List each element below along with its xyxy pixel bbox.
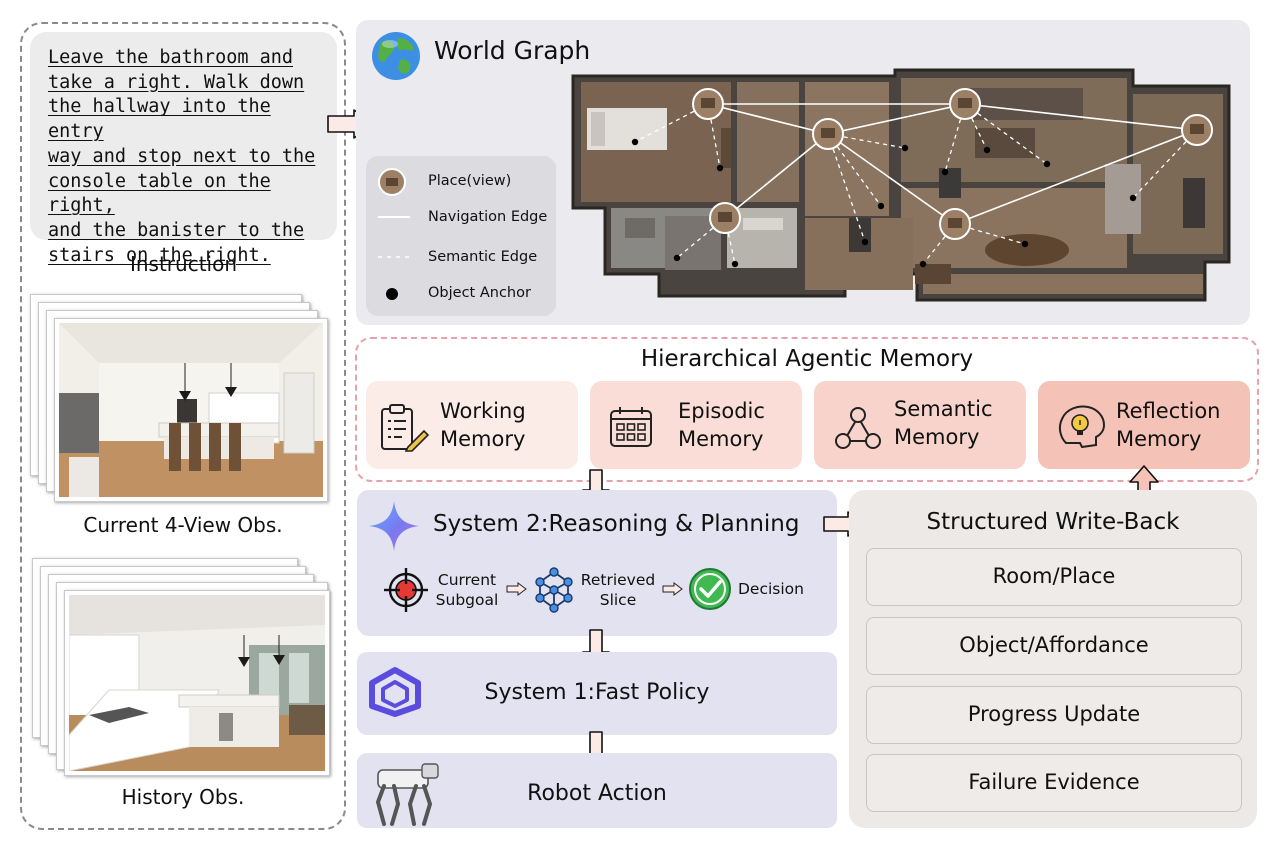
- reflection-memory-label: Reflection Memory: [1116, 397, 1221, 453]
- world-graph-title: World Graph: [434, 36, 591, 65]
- history-obs-image: [64, 590, 330, 776]
- object-anchors: [631, 138, 1137, 268]
- instruction-line: Leave the bathroom and: [48, 47, 294, 68]
- sparkle-icon: [369, 501, 419, 551]
- navigation-edge-swatch: [378, 216, 410, 218]
- history-obs-caption: History Obs.: [121, 785, 245, 809]
- episodic-memory-line1: Episodic: [678, 399, 765, 423]
- globe-icon: [372, 32, 420, 80]
- legend-semantic-label: Semantic Edge: [428, 249, 538, 265]
- instruction-text: Leave the bathroom and take a right. Wal…: [48, 46, 325, 268]
- current-subgoal-label: Current Subgoal: [432, 570, 502, 610]
- instruction-line: the hallway into the entry: [48, 96, 271, 143]
- place-view-icon: [378, 168, 406, 196]
- history-obs-stack: [28, 558, 338, 776]
- system1-title: System 1:Fast Policy: [484, 680, 710, 705]
- semantic-memory-line1: Semantic: [894, 397, 993, 421]
- world-graph-legend: Place(view) Navigation Edge Semantic Edg…: [366, 156, 556, 316]
- episodic-memory-line2: Memory: [678, 427, 764, 451]
- memory-panel: [355, 337, 1259, 482]
- current-obs-image: [54, 318, 328, 502]
- semantic-memory-label: Semantic Memory: [894, 395, 993, 451]
- lightbulb-head-icon: [1058, 405, 1106, 449]
- current-subgoal-line2: Subgoal: [435, 591, 499, 609]
- working-memory-box: Working Memory: [366, 381, 578, 469]
- episodic-memory-label: Episodic Memory: [678, 397, 765, 453]
- robot-action-title: Robot Action: [527, 781, 667, 806]
- instruction-line: way and stop next to the: [48, 145, 316, 167]
- writeback-title: Structured Write-Back: [926, 509, 1180, 535]
- legend-object-anchor-label: Object Anchor: [428, 285, 531, 301]
- network-icon: [535, 567, 573, 613]
- working-memory-line1: Working: [440, 399, 526, 423]
- legend-place-label: Place(view): [428, 173, 512, 189]
- check-circle-icon: [689, 568, 731, 610]
- navigation-edges: [707, 103, 1198, 225]
- retrieved-slice-label: Retrieved Slice: [576, 570, 660, 610]
- system2-panel: [357, 490, 837, 636]
- current-subgoal-line1: Current: [437, 571, 497, 589]
- quadruped-robot-icon: [375, 763, 439, 826]
- instruction-line: and the banister to the: [48, 219, 305, 241]
- reflection-memory-box: Reflection Memory: [1038, 381, 1250, 469]
- instruction-caption: Instruction: [129, 252, 238, 276]
- current-obs-stack: [28, 294, 338, 506]
- reflection-memory-line2: Memory: [1116, 427, 1202, 451]
- reflection-memory-line1: Reflection: [1116, 399, 1221, 423]
- instruction-line: take a right. Walk down: [48, 71, 305, 93]
- step-arrow-1: [506, 582, 527, 596]
- working-memory-line2: Memory: [440, 427, 526, 451]
- semantic-memory-box: Semantic Memory: [814, 381, 1026, 469]
- floorplan-map: [571, 68, 1231, 302]
- instruction-line: console table on the right,: [48, 170, 271, 217]
- legend-navigation-label: Navigation Edge: [428, 209, 548, 225]
- step-arrow-2: [662, 582, 683, 596]
- clipboard-icon: [381, 404, 430, 452]
- instruction-line: stairs on the right.: [48, 244, 271, 266]
- target-icon: [384, 568, 428, 612]
- system2-title: System 2:Reasoning & Planning: [433, 511, 800, 537]
- calendar-icon: [610, 407, 652, 447]
- input-panel: [20, 22, 346, 830]
- graph-nodes-icon: [835, 407, 881, 449]
- writeback-item-object-affordance: Object/Affordance: [866, 617, 1242, 675]
- semantic-edge-swatch: [378, 256, 410, 258]
- writeback-item-room-place: Room/Place: [866, 548, 1242, 606]
- current-obs-caption: Current 4-View Obs.: [83, 513, 283, 537]
- instruction-box: Leave the bathroom and take a right. Wal…: [30, 32, 337, 266]
- object-anchor-swatch: [386, 288, 398, 300]
- memory-title: Hierarchical Agentic Memory: [640, 346, 974, 372]
- retrieved-slice-line1: Retrieved: [580, 571, 656, 589]
- system1-panel: [357, 652, 837, 735]
- episodic-memory-box: Episodic Memory: [590, 381, 802, 469]
- retrieved-slice-line2: Slice: [599, 591, 637, 609]
- decision-label: Decision: [738, 580, 804, 598]
- working-memory-label: Working Memory: [440, 397, 526, 453]
- place-nodes: [692, 88, 1213, 240]
- semantic-memory-line2: Memory: [894, 425, 980, 449]
- writeback-item-failure-evidence: Failure Evidence: [866, 754, 1242, 812]
- hexagon-logo-icon: [369, 667, 421, 717]
- writeback-item-progress-update: Progress Update: [866, 686, 1242, 744]
